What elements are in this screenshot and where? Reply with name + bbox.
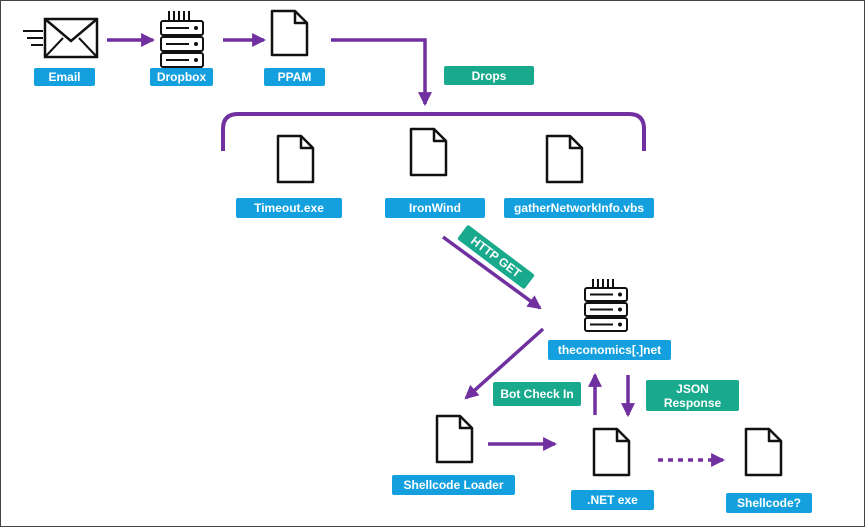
json-response-line1: JSON: [676, 381, 709, 396]
json-response-line2: Response: [663, 395, 722, 410]
timeout-document-icon: [276, 134, 315, 184]
drops-bracket: [221, 112, 646, 151]
shellcode-document-icon: [744, 427, 783, 477]
edge-label-json-response: JSON Response: [646, 380, 739, 411]
node-label-ironwind: IronWind: [385, 198, 485, 218]
node-label-email: Email: [34, 68, 95, 86]
node-label-dotnet-exe: .NET exe: [571, 490, 654, 510]
node-label-ppam: PPAM: [264, 68, 325, 86]
edge-label-drops: Drops: [444, 66, 534, 85]
dropbox-server-icon: [160, 11, 204, 68]
c2-server-icon: [584, 279, 628, 332]
node-label-gathernetworkinfo: gatherNetworkInfo.vbs: [504, 198, 654, 218]
gather-document-icon: [545, 134, 584, 184]
arrow-c2-to-loader: [464, 327, 545, 400]
node-label-dropbox: Dropbox: [150, 68, 213, 86]
node-label-c2-domain: theconomics[.]net: [548, 340, 671, 360]
node-label-shellcode: Shellcode?: [726, 493, 812, 513]
ironwind-document-icon: [409, 127, 448, 177]
email-envelope-icon: [23, 17, 99, 59]
dotnet-document-icon: [592, 427, 631, 477]
ppam-document-icon: [270, 9, 309, 57]
edge-label-bot-check-in: Bot Check In: [493, 382, 581, 406]
arrow-ppam-to-drops: [331, 38, 432, 107]
loader-document-icon: [435, 414, 474, 464]
node-label-timeout: Timeout.exe: [236, 198, 342, 218]
node-label-shellcode-loader: Shellcode Loader: [392, 475, 515, 495]
arrow-ironwind-to-c2: [441, 235, 542, 310]
